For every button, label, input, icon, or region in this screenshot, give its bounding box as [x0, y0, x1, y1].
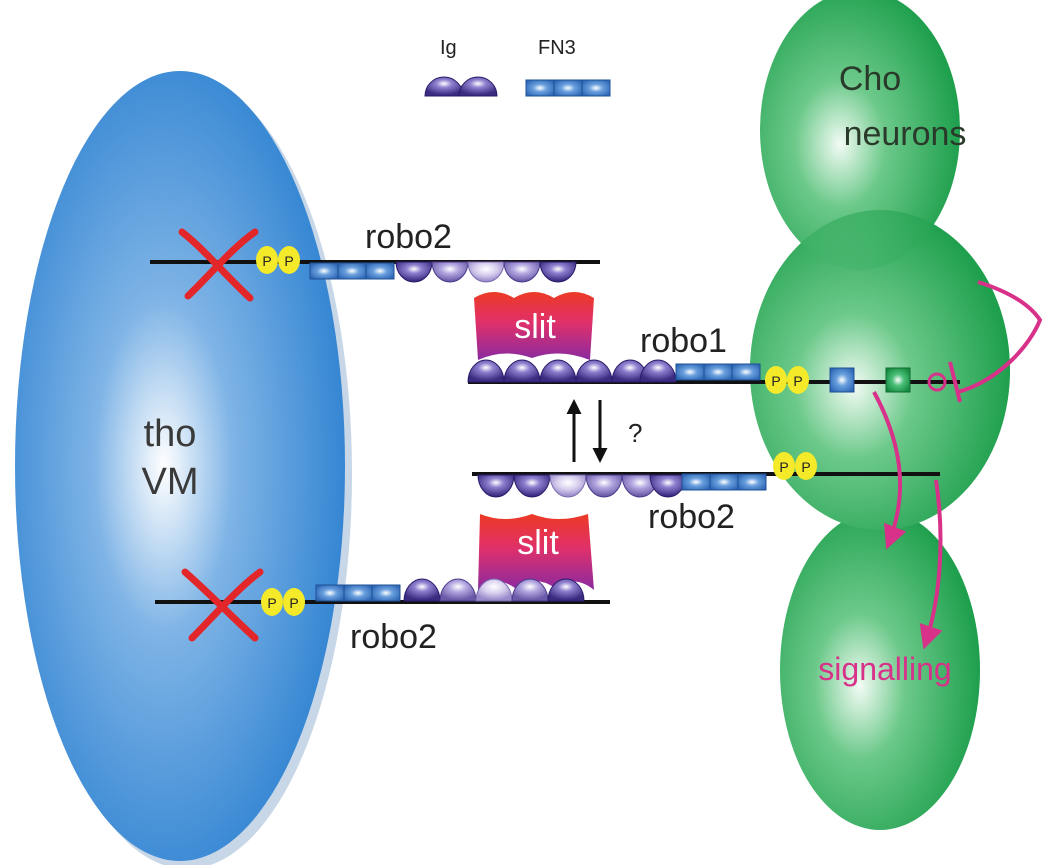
robo2-mid-label: robo2: [648, 498, 735, 536]
signalling-pathway: signalling: [818, 280, 1043, 687]
slit-bottom-label: slit: [517, 524, 559, 562]
slit-bottom-ligand: slit: [478, 514, 594, 590]
phospho-icon: [278, 246, 300, 274]
phospho-icon: [773, 452, 795, 480]
svg-text:P: P: [267, 595, 276, 611]
legend-fn3-label: FN3: [538, 37, 576, 59]
legend-ig-label: Ig: [440, 37, 457, 59]
cytoplasmic-motif-icon: [885, 367, 911, 393]
signal-arrow-icon: [919, 479, 943, 650]
robo2-bottom-receptor: P P robo2: [155, 568, 610, 656]
legend-ig-domain-icon: [458, 76, 498, 97]
phospho-icon: [787, 366, 809, 394]
robo2-top-label: robo2: [365, 218, 452, 256]
right-cell-label-line1: Cho: [839, 60, 901, 98]
robo2-top-receptor: P P robo2: [150, 218, 600, 302]
svg-text:P: P: [289, 595, 298, 611]
question-mark: ?: [628, 418, 642, 448]
left-cell-label-line2: VM: [142, 461, 199, 503]
inhibition-bar-icon: [948, 361, 962, 403]
right-cells: [750, 0, 1010, 830]
phospho-icon: [256, 246, 278, 274]
svg-text:P: P: [262, 253, 271, 269]
robo2-mid-receptor: P P robo2: [472, 452, 940, 536]
phospho-icon: [765, 366, 787, 394]
slit-top-ligand: slit: [474, 292, 594, 360]
robo1-label: robo1: [640, 322, 727, 360]
signal-node-icon: [927, 372, 947, 392]
legend-fn3-domain-icon: [553, 79, 583, 97]
slit-top-label: slit: [514, 308, 556, 346]
robo1-receptor: P P robo1: [467, 322, 960, 394]
block-cross-icon: [181, 568, 264, 642]
phospho-icon: [283, 588, 305, 616]
signalling-label: signalling: [818, 651, 951, 687]
legend-fn3-domain-icon: [581, 79, 611, 97]
signal-arrow-icon: [872, 391, 907, 550]
phospho-icon: [795, 452, 817, 480]
svg-text:P: P: [771, 373, 780, 389]
svg-text:P: P: [284, 253, 293, 269]
phospho-icon: [261, 588, 283, 616]
robo2-bottom-label: robo2: [350, 618, 437, 656]
block-cross-icon: [178, 228, 259, 302]
right-cell-label-line2: neurons: [844, 115, 967, 153]
svg-text:P: P: [793, 373, 802, 389]
svg-text:P: P: [801, 459, 810, 475]
legend-fn3-domain-icon: [525, 79, 555, 97]
svg-text:P: P: [779, 459, 788, 475]
left-cell-label-line1: tho: [144, 413, 197, 455]
legend-ig-domain-icon: [424, 76, 464, 97]
cytoplasmic-motif-icon: [829, 367, 855, 393]
feedback-curve-icon: [957, 280, 1043, 394]
interaction-arrows: ?: [566, 399, 642, 463]
legend: Ig FN3: [424, 37, 611, 97]
